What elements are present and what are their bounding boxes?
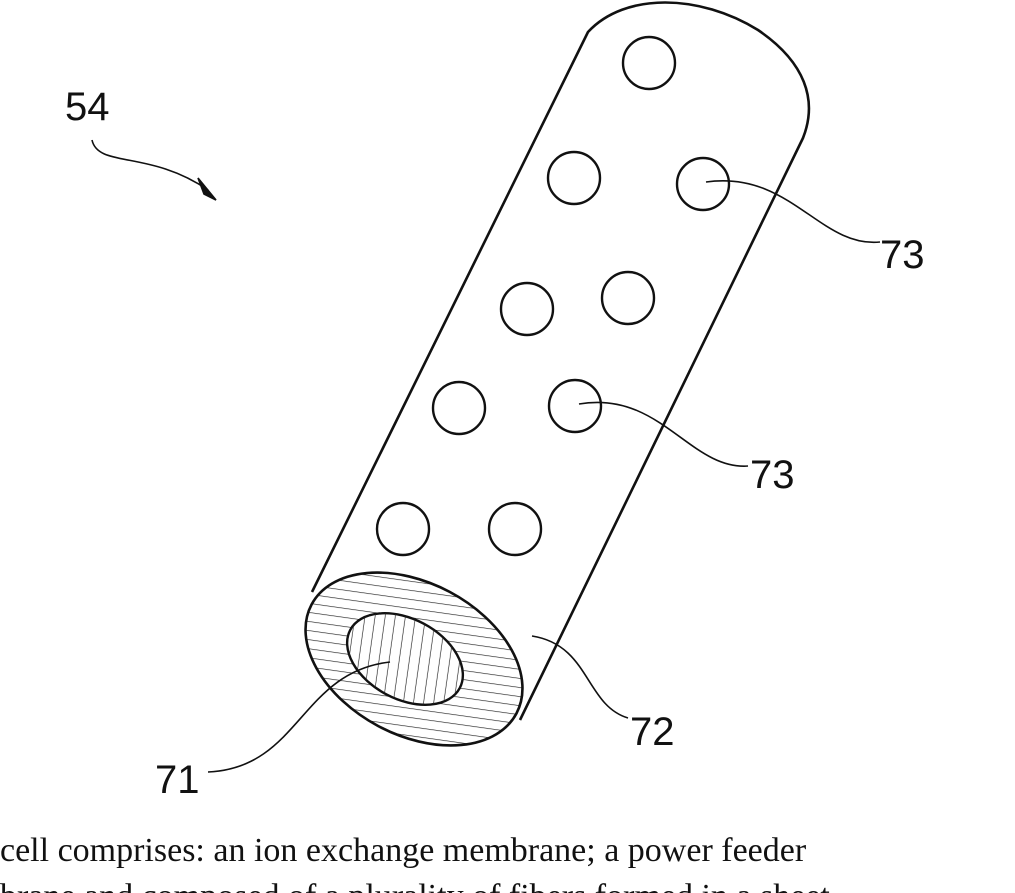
leader-line-72	[532, 636, 628, 718]
hole	[433, 382, 485, 434]
tube-end-face	[276, 537, 552, 780]
label-72: 72	[630, 710, 675, 754]
leader-line-73-lower	[579, 402, 748, 466]
hole	[602, 272, 654, 324]
hole	[677, 158, 729, 210]
hole	[548, 152, 600, 204]
caption-line-1: cell comprises: an ion exchange membrane…	[0, 832, 807, 869]
hole	[623, 37, 675, 89]
hole	[501, 283, 553, 335]
label-73-lower: 73	[750, 453, 795, 497]
leader-line-54	[92, 140, 208, 190]
hole	[377, 503, 429, 555]
leader-line-73-upper	[706, 181, 880, 243]
label-54: 54	[65, 85, 110, 129]
label-71: 71	[155, 758, 200, 802]
hole	[489, 503, 541, 555]
caption-line-2: brane and composed of a plurality of fib…	[0, 878, 830, 893]
hole	[549, 380, 601, 432]
label-73-upper: 73	[880, 233, 925, 277]
holes	[377, 37, 729, 555]
arrowhead-54	[198, 178, 216, 200]
